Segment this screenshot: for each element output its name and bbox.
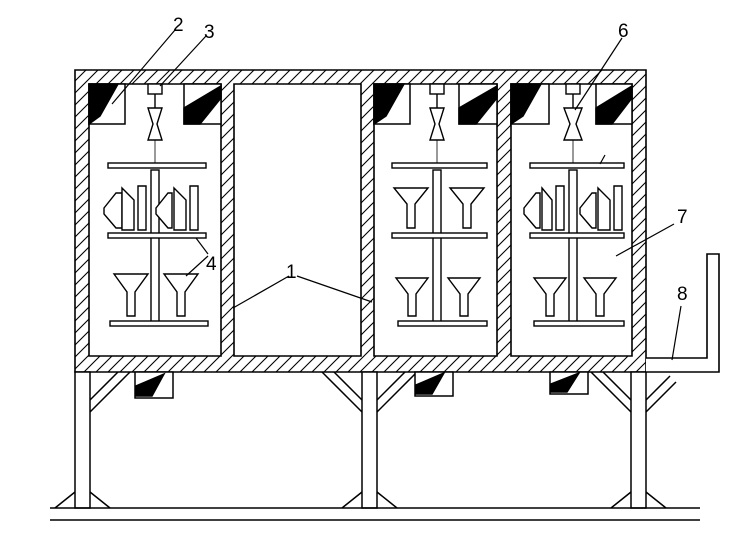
label-8: 8 [677,284,688,305]
discharge-boxes [134,371,589,399]
label-6: 6 [618,21,629,42]
drive-units [147,83,584,166]
outlet-duct [646,253,720,373]
chamber-d-rotor [523,162,625,327]
ground [50,507,700,521]
chamber-c-rotor [391,162,488,327]
label-7: 7 [677,207,688,228]
label-3: 3 [204,22,215,43]
callout-labels: 2 3 1 4 6 7 8 [173,15,688,305]
leader-lines [111,29,682,361]
label-2: 2 [173,15,184,36]
label-1: 1 [286,262,297,283]
chamber-a-rotor [103,162,209,327]
inlet-boxes [88,83,633,126]
label-4: 4 [206,254,217,275]
